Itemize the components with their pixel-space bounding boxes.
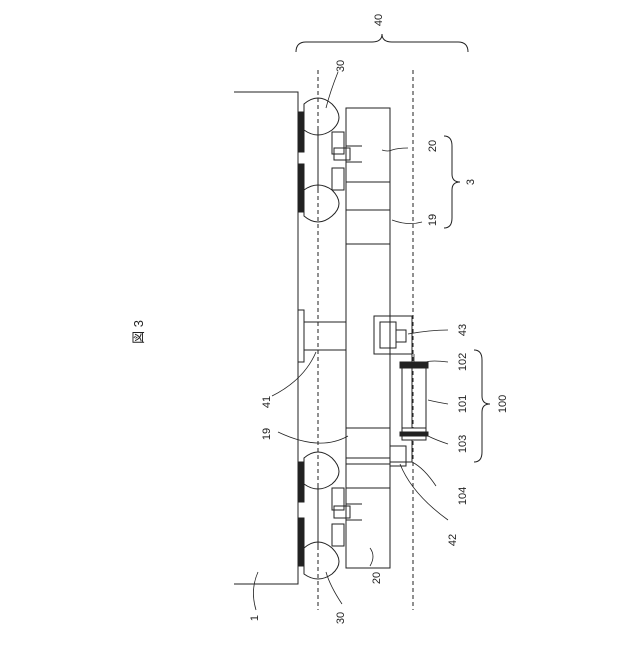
label-43: 43 [457,324,469,336]
leader-103 [428,436,448,444]
label-3: 3 [465,179,477,185]
label-30b: 30 [335,612,347,624]
leader-19a [392,220,422,224]
leader-102 [426,361,448,362]
frame-upper [346,108,390,244]
bracket-43-pin [396,330,406,342]
wheelset-upper [298,98,362,222]
leader-20b [370,548,373,566]
label-19a: 19 [427,214,439,226]
frame-lower [346,428,390,568]
wheelset-lower [298,452,362,579]
link-41 [304,322,346,350]
leader-30a [326,72,338,108]
vehicle-body-1 [234,92,298,584]
leader-1 [253,572,258,610]
label-30a: 30 [335,60,347,72]
label-104: 104 [457,487,469,505]
damper-101 [402,368,426,428]
bracket-43-inner [380,322,396,348]
label-102: 102 [457,353,469,371]
brace-100 [474,350,490,462]
arm-42-foot [390,446,406,466]
label-20a: 20 [427,140,439,152]
label-101: 101 [457,395,469,413]
leader-101 [428,400,448,404]
damper-end-104 [400,432,428,436]
leader-42 [400,464,448,520]
label-42: 42 [447,534,459,546]
label-41: 41 [261,396,273,408]
brace-3 [444,136,460,228]
label-19b: 19 [261,428,273,440]
damper-end-102 [400,362,428,368]
leader-104 [412,462,436,486]
mount-plate-41 [298,310,304,362]
label-40: 40 [373,14,385,26]
label-20b: 20 [371,572,383,584]
label-1: 1 [249,615,261,621]
label-100: 100 [497,395,509,413]
leader-20a [382,148,408,151]
figure-label: 図 3 [131,320,146,344]
label-103: 103 [457,435,469,453]
leader-43 [408,330,448,334]
leader-41 [272,352,316,396]
leader-19b [278,432,348,443]
brace-40 [296,34,468,52]
